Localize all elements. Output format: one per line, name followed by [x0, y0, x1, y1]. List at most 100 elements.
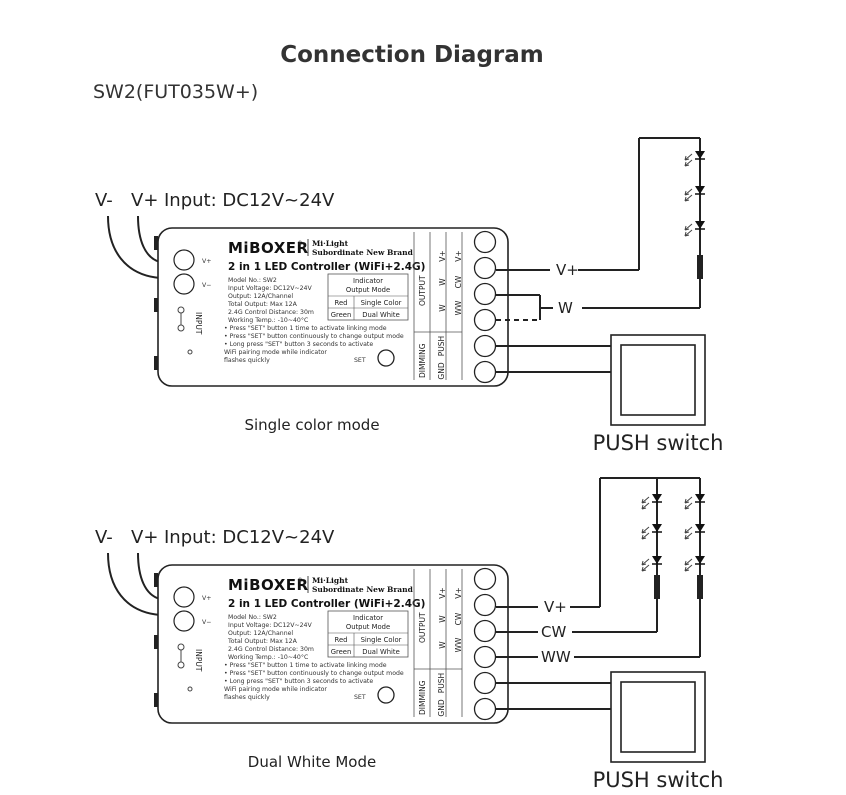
led-string-end [697, 255, 703, 279]
spec-line: 2.4G Control Distance: 30m [228, 309, 314, 316]
light-arrow-icon [684, 188, 693, 196]
spec-line: Working Temp.: -10~40°C [228, 316, 308, 324]
indicator-table [327, 273, 409, 321]
note-line: WiFi pairing mode while indicator [224, 686, 327, 693]
indicator-table [327, 610, 409, 658]
screw-terminal [473, 671, 497, 695]
terminal-vminus [173, 273, 195, 295]
led-icon [684, 151, 705, 167]
output-label: OUTPUT [418, 612, 427, 643]
indicator-header-2: Output Mode [346, 286, 390, 294]
note-line: WiFi pairing mode while indicator [224, 349, 327, 356]
mode-label: Dual White Mode [248, 753, 376, 771]
side-tab [154, 236, 158, 250]
screw-terminal [473, 619, 497, 643]
out-col1-label: W [438, 641, 447, 649]
side-tab [154, 693, 158, 707]
light-arrow-icon [641, 502, 650, 510]
led-icon [684, 494, 705, 510]
indicator-color: Red [335, 299, 348, 307]
diagram-title: Connection Diagram [280, 42, 544, 68]
terminal-vminus-label: V− [202, 619, 211, 626]
spec-line: Model No.: SW2 [228, 277, 277, 284]
out-col2-label: CW [454, 275, 463, 288]
out-col1-label: W [438, 278, 447, 286]
push-terminal-label: PUSH [437, 336, 446, 356]
out-col2-label: V+ [454, 250, 463, 261]
terminal-vplus [173, 249, 195, 271]
brand-reg: ® [297, 239, 303, 247]
led-triangle [695, 556, 705, 564]
light-arrow-icon [684, 153, 693, 161]
light-arrow-icon [684, 532, 693, 540]
push-switch: PUSH switch [593, 334, 724, 455]
note-line: flashes quickly [224, 357, 270, 364]
out-col1-label: W [438, 304, 447, 312]
push-switch-label: PUSH switch [593, 431, 724, 455]
note-line: • Press "SET" button continuously to cha… [224, 333, 404, 340]
terminal-vplus-label: V+ [202, 258, 211, 265]
brand-logo: MiBOXER [228, 239, 309, 257]
screw-terminal [473, 645, 497, 669]
terminal-vminus-label: V− [202, 282, 211, 289]
spec-line: 2.4G Control Distance: 30m [228, 646, 314, 653]
spec-line: Input Voltage: DC12V~24V [228, 285, 312, 292]
light-arrow-icon [684, 159, 693, 167]
light-arrow-icon [641, 558, 650, 566]
screw-terminal [473, 567, 497, 591]
out-col2-label: CW [454, 612, 463, 625]
screw-terminal [473, 697, 497, 721]
led-triangle [652, 524, 662, 532]
wire-label: WW [541, 648, 571, 666]
light-arrow-icon [684, 496, 693, 504]
brand-reg: ® [297, 576, 303, 584]
led-icon [684, 524, 705, 540]
mode-label: Single color mode [244, 416, 379, 434]
spec-line: Total Output: Max 12A [227, 301, 298, 308]
screw-terminal [473, 256, 497, 280]
note-line: • Long press "SET" button 3 seconds to a… [224, 678, 373, 685]
out-col1-label: W [438, 615, 447, 623]
brand-logo: MiBOXER [228, 576, 309, 594]
screw-terminal [473, 593, 497, 617]
wire-vminus [107, 215, 161, 279]
input-vminus-label: V- [95, 190, 113, 211]
set-button [377, 349, 395, 367]
push-switch-button [620, 344, 696, 416]
sub-brand-1: Mi·Light [312, 239, 349, 248]
wire-label: CW [541, 623, 566, 641]
screw-terminal [473, 334, 497, 358]
led-string-end [697, 575, 703, 599]
terminal-vminus [173, 610, 195, 632]
dimming-label: DIMMING [418, 680, 427, 715]
push-switch-label: PUSH switch [593, 768, 724, 792]
dimming-label: DIMMING [418, 343, 427, 378]
sub-brand-1: Mi·Light [312, 576, 349, 585]
light-arrow-icon [641, 532, 650, 540]
led-icon [641, 524, 662, 540]
light-arrow-icon [684, 558, 693, 566]
wire-vminus [107, 552, 161, 616]
product-name: 2 in 1 LED Controller (WiFi+2.4G) [228, 598, 425, 610]
light-arrow-icon [684, 502, 693, 510]
led-triangle [695, 524, 705, 532]
input-label: INPUT [194, 312, 203, 335]
set-label: SET [354, 357, 366, 364]
side-tab [154, 573, 158, 587]
spec-line: Output: 12A/Channel [228, 630, 293, 637]
input-voltage-label: Input: DC12V~24V [164, 527, 335, 548]
input-voltage-label: Input: DC12V~24V [164, 190, 335, 211]
wire-label-w: W [558, 299, 573, 317]
terminal-vplus-label: V+ [202, 595, 211, 602]
screw-terminal [473, 282, 497, 306]
screw-terminal [473, 360, 497, 384]
spec-line: Output: 12A/Channel [228, 293, 293, 300]
spec-line: Model No.: SW2 [228, 614, 277, 621]
light-arrow-icon [641, 526, 650, 534]
light-arrow-icon [684, 223, 693, 231]
push-switch-button [620, 681, 696, 753]
indicator-color: Red [335, 636, 348, 644]
indicator-header-1: Indicator [353, 614, 383, 622]
led-dot [187, 349, 193, 355]
